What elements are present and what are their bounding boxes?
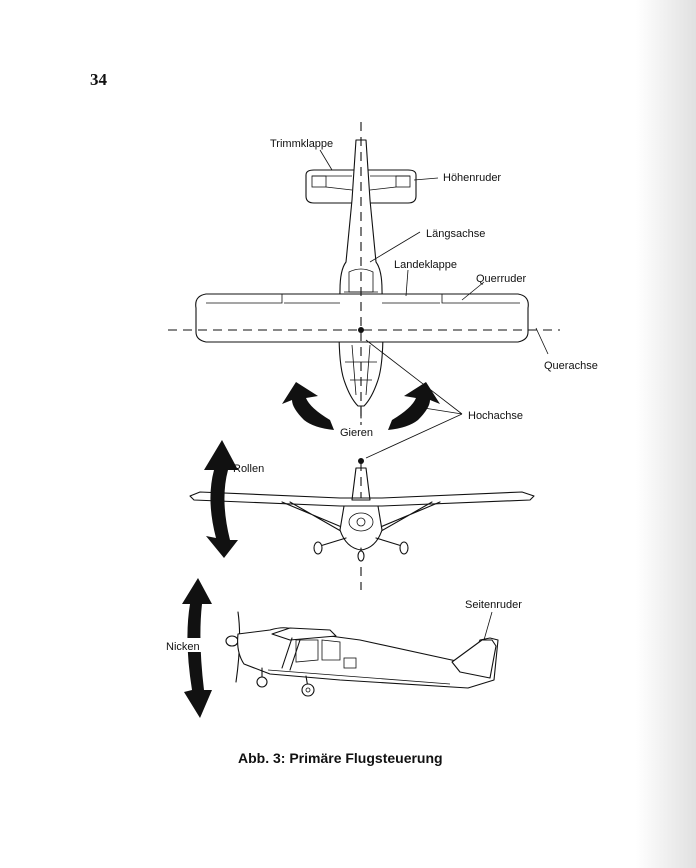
label-laengsachse: Längsachse xyxy=(426,228,485,240)
front-view-airplane xyxy=(189,467,535,562)
page-number: 34 xyxy=(90,70,107,89)
side-view-airplane xyxy=(225,611,499,697)
page-edge-shadow xyxy=(636,0,696,868)
label-querachse: Querachse xyxy=(544,360,598,372)
yaw-arrows xyxy=(282,382,440,430)
figure-caption: Abb. 3: Primäre Flugsteuerung xyxy=(238,750,443,766)
leader-lines xyxy=(319,149,549,641)
label-gieren: Gieren xyxy=(340,427,373,439)
label-seitenruder: Seitenruder xyxy=(465,599,522,611)
label-querruder: Querruder xyxy=(476,273,526,285)
wing-top-view xyxy=(195,293,529,343)
roll-arrow xyxy=(204,440,238,558)
label-rollen: Rollen xyxy=(233,463,264,475)
label-trimmklappe: Trimmklappe xyxy=(270,138,333,150)
label-hoehenruder: Höhenruder xyxy=(443,172,501,184)
top-view-pivot xyxy=(358,327,364,333)
label-landeklappe: Landeklappe xyxy=(394,259,457,271)
label-hochachse: Hochachse xyxy=(468,410,523,422)
label-nicken: Nicken xyxy=(166,641,200,653)
front-view-pivot xyxy=(358,458,364,464)
vertical-tail xyxy=(451,639,497,679)
wing-front-view xyxy=(189,491,535,507)
